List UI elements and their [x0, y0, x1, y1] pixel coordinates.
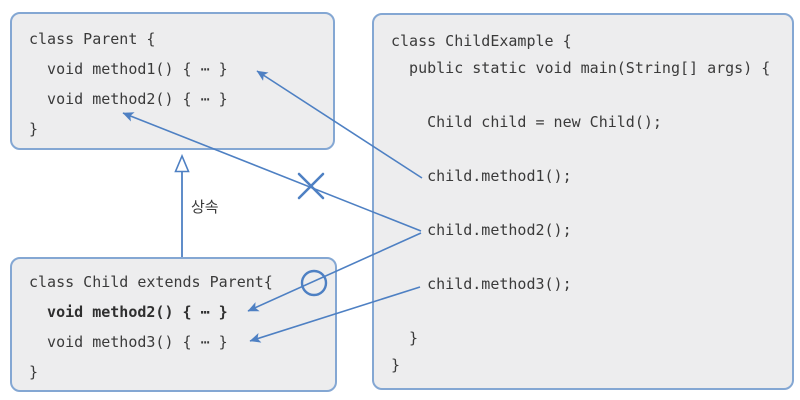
- code-line-example-call-method1: child.method1();: [391, 167, 572, 185]
- child-example-class-box: class ChildExample { public static void …: [372, 13, 794, 390]
- code-line-example-call-method2: child.method2();: [391, 221, 572, 239]
- code-line-example-call-method3: child.method3();: [391, 275, 572, 293]
- code-line-child-decl: class Child extends Parent{: [29, 273, 273, 291]
- code-line-blank: [391, 82, 792, 109]
- code-line-child-method3: void method3() { ⋯ }: [29, 333, 228, 351]
- code-line-blank: [391, 190, 792, 217]
- code-line-example-decl: class ChildExample {: [391, 32, 572, 50]
- code-line-parent-decl: class Parent {: [29, 30, 156, 48]
- parent-class-box: class Parent { void method1() { ⋯ } void…: [10, 12, 335, 150]
- code-line-parent-method1: void method1() { ⋯ }: [29, 60, 228, 78]
- child-class-box: class Child extends Parent{ void method2…: [10, 257, 337, 392]
- code-line-example-main: public static void main(String[] args) {: [391, 59, 771, 77]
- hollow-triangle-icon: [174, 153, 190, 173]
- inheritance-label: 상속: [191, 198, 219, 216]
- code-line-example-close-main: }: [391, 329, 419, 347]
- code-line-blank: [391, 244, 792, 271]
- code-line-example-new-child: Child child = new Child();: [391, 113, 662, 131]
- code-line-parent-method2: void method2() { ⋯ }: [29, 90, 228, 108]
- code-line-blank: [391, 136, 792, 163]
- code-line-parent-close: }: [29, 120, 39, 138]
- code-line-blank: [391, 298, 792, 325]
- code-line-child-close: }: [29, 363, 39, 381]
- code-line-child-method2-override: void method2() { ⋯ }: [29, 303, 228, 321]
- code-line-example-close-class: }: [391, 356, 401, 374]
- x-mark-icon: [297, 172, 325, 200]
